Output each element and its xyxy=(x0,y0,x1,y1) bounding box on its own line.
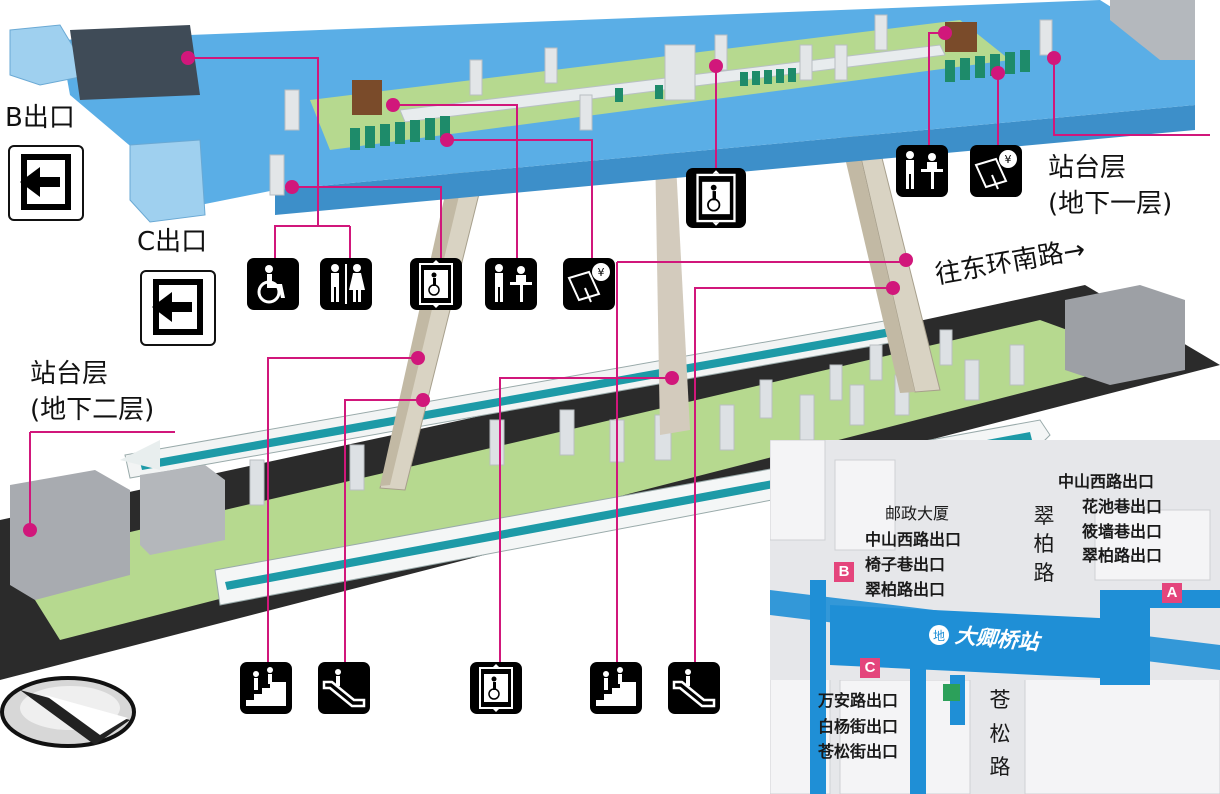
upper-pillars xyxy=(269,14,1053,196)
exit-arrow-icon xyxy=(152,279,203,335)
exit-b-line: 中山西路出口 xyxy=(865,530,962,549)
exit-b-stairs xyxy=(9,24,91,86)
lower-block-mid xyxy=(140,465,225,555)
exit-c-exits: 万安路出口 白杨街出口 苍松街出口 xyxy=(818,688,898,765)
exit-a-line: 筱墙巷出口 xyxy=(1082,521,1163,541)
restroom-icon xyxy=(331,264,365,304)
lower-block-right xyxy=(1065,285,1185,385)
road-char: 松 xyxy=(989,721,1011,746)
exit-b-badge: B xyxy=(834,562,854,582)
upper-service-desk-sign xyxy=(896,145,948,197)
exit-c-badge: C xyxy=(860,658,880,678)
upper-right-wall xyxy=(1110,0,1195,60)
accessible-toilet-sign xyxy=(247,258,299,310)
train-back xyxy=(120,319,896,479)
exit-c-sign xyxy=(140,270,216,346)
stairs-sign-right xyxy=(590,662,642,714)
exit-c-stairs xyxy=(129,139,206,223)
exit-a-exits: 中山西路出口 花池巷出口 筱墙巷出口 翠柏路出口 xyxy=(1058,470,1162,569)
leader-dots xyxy=(23,26,1061,537)
service-desk-sign xyxy=(485,258,537,310)
lower-block-left xyxy=(10,470,130,600)
road-char: 翠 xyxy=(1033,504,1055,528)
upper-room xyxy=(70,25,200,100)
wheelchair-icon xyxy=(257,265,285,304)
escalator-sign-right xyxy=(668,662,720,714)
exit-c-line: 万安路出口 xyxy=(818,691,899,710)
location-map: 地 大卿桥站 邮政大厦 中山西路出口 花池巷出口 筱墙巷出口 翠柏路出口 A 中… xyxy=(770,440,1220,794)
svg-text:¥: ¥ xyxy=(598,266,605,279)
ticket-machine-icon: ¥ xyxy=(567,263,610,303)
ticket-machines xyxy=(350,50,1030,150)
restroom-sign xyxy=(320,258,372,310)
ticket-machine-sign: ¥ xyxy=(563,258,615,310)
elevator-sign-bottom xyxy=(470,662,522,714)
service-counter-icon xyxy=(906,151,943,189)
stairs-sign-left xyxy=(240,662,292,714)
elevator-icon xyxy=(696,170,736,226)
exit-b-line: 椅子巷出口 xyxy=(865,554,946,574)
stairs-icon xyxy=(596,667,636,706)
lower-platform-label: 站台层 (地下二层) xyxy=(30,356,154,429)
exit-b-exits: 中山西路出口 椅子巷出口 翠柏路出口 xyxy=(865,528,961,602)
elevator-icon xyxy=(479,664,513,712)
exit-b-sign xyxy=(8,145,84,221)
exit-arrow-icon xyxy=(20,154,71,210)
leader-lines xyxy=(29,32,1210,662)
compass-north-icon xyxy=(0,676,136,748)
exit-b-label: B出口 xyxy=(5,103,75,133)
exit-c-line: 苍松街出口 xyxy=(818,742,899,762)
exit-c-line: 白杨街出口 xyxy=(818,716,899,736)
road-cangsong-label: 苍 松 路 xyxy=(988,684,1012,785)
service-counter-icon xyxy=(495,264,532,302)
center-column xyxy=(655,145,690,435)
center-elevator-sign xyxy=(686,168,746,228)
exit-c-label: C出口 xyxy=(137,227,208,257)
escalator-sign-left xyxy=(318,662,370,714)
road-char: 路 xyxy=(1033,560,1055,585)
exit-a-line: 翠柏路出口 xyxy=(1082,546,1163,566)
building-label: 邮政大厦 xyxy=(885,504,950,523)
ticket-machine-icon: ¥ xyxy=(974,150,1017,190)
svg-text:¥: ¥ xyxy=(1005,153,1012,166)
road-char: 柏 xyxy=(1033,532,1055,557)
elevator-sign xyxy=(410,258,462,310)
road-char: 苍 xyxy=(989,688,1011,712)
exit-a-badge: A xyxy=(1162,583,1182,603)
svg-text:地: 地 xyxy=(933,629,945,643)
upper-platform-label: 站台层 (地下一层) xyxy=(1048,150,1172,223)
concourse-slab-side xyxy=(275,105,1195,215)
road-cuibai-label: 翠 柏 路 xyxy=(1032,502,1056,587)
stairs-icon xyxy=(246,667,286,706)
upper-platform-label-line2: (地下一层) xyxy=(1048,189,1173,220)
elevator-icon xyxy=(419,260,453,308)
exit-a-line: 花池巷出口 xyxy=(1082,496,1163,516)
road-char: 路 xyxy=(989,755,1011,780)
escalator-icon xyxy=(322,669,366,708)
lower-platform-label-line1: 站台层 xyxy=(30,359,109,389)
exit-a-line: 中山西路出口 xyxy=(1058,472,1155,491)
upper-platform-label-line1: 站台层 xyxy=(1048,153,1127,183)
lower-platform-label-line2: (地下二层) xyxy=(30,395,155,426)
service-booth-left xyxy=(352,80,382,115)
exit-b-line: 翠柏路出口 xyxy=(865,579,946,599)
escalator-icon xyxy=(672,669,716,708)
upper-ticket-machine-sign: ¥ xyxy=(970,145,1022,197)
map-geometry: 地 xyxy=(770,440,1220,794)
